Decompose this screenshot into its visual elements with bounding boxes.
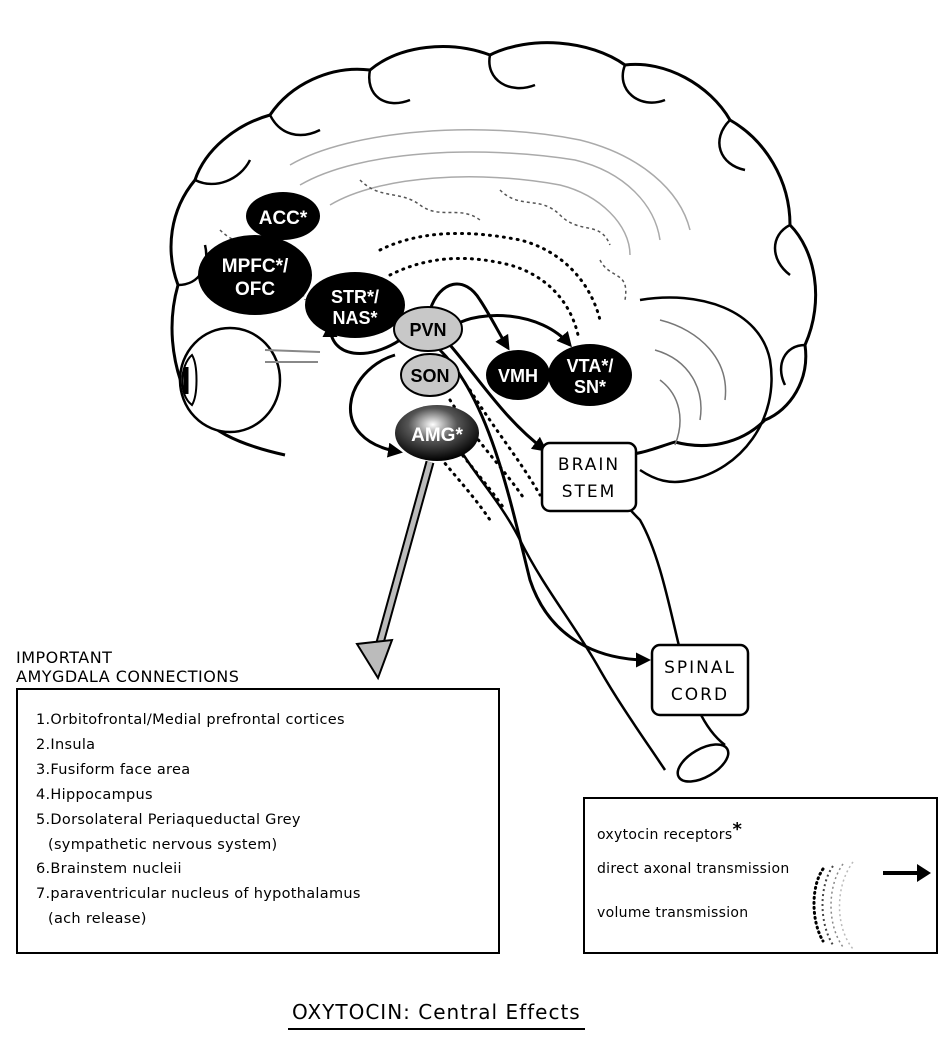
- heading-line-2: AMYGDALA CONNECTIONS: [16, 667, 240, 686]
- amygdala-connections-heading: IMPORTANT AMYGDALA CONNECTIONS: [16, 648, 239, 686]
- list-item-main: 5.Dorsolateral Periaqueductal Grey: [36, 812, 301, 828]
- axonal-arrows: [322, 282, 651, 668]
- list-item: 5.Dorsolateral Periaqueductal Grey (symp…: [36, 808, 488, 857]
- region-vmh-label: VMH: [498, 366, 538, 386]
- arrow-pvn-to-amg: [348, 353, 403, 458]
- list-item-sub: (ach release): [48, 911, 147, 927]
- brain-outline: [169, 41, 818, 462]
- connections-list: 1.Orbitofrontal/Medial prefrontal cortic…: [36, 708, 488, 931]
- list-item-main: 7.paraventricular nucleus of hypothalamu…: [36, 886, 361, 902]
- inner-lines: [289, 129, 691, 256]
- region-acc: ACC*: [246, 192, 320, 240]
- box-spinal-cord: SPINAL CORD: [650, 643, 750, 717]
- legend-box: oxytocin receptors* direct axonal transm…: [583, 797, 938, 954]
- list-item: 7.paraventricular nucleus of hypothalamu…: [36, 882, 488, 931]
- list-item: 4.Hippocampus: [36, 787, 153, 803]
- box-spinal-cord-label-1: SPINAL: [664, 658, 736, 678]
- region-vta-sn: VTA*/ SN*: [548, 344, 632, 406]
- legend-receptors-label: oxytocin receptors: [597, 827, 733, 843]
- list-item: 6.Brainstem nucleii: [36, 861, 182, 877]
- list-item: 1.Orbitofrontal/Medial prefrontal cortic…: [36, 712, 345, 728]
- region-mpfc-ofc: MPFC*/ OFC: [198, 235, 312, 315]
- box-brain-stem-label-1: BRAIN: [558, 455, 620, 475]
- arrow-pvn-to-str: [322, 322, 401, 355]
- legend-direct-label: direct axonal transmission: [597, 861, 790, 877]
- region-vmh: VMH: [486, 350, 550, 400]
- region-acc-label: ACC*: [259, 208, 308, 229]
- legend-arrow-icon: [883, 864, 931, 882]
- legend-asterisk: *: [732, 819, 743, 840]
- list-item: 3.Fusiform face area: [36, 762, 191, 778]
- region-amg: AMG*: [395, 405, 479, 461]
- box-spinal-cord-label-2: CORD: [671, 685, 729, 705]
- region-son: SON: [400, 353, 460, 397]
- legend-volume: volume transmission: [597, 905, 748, 921]
- region-amg-label: AMG*: [411, 425, 463, 446]
- legend-volume-label: volume transmission: [597, 905, 749, 921]
- region-pvn-label: PVN: [409, 320, 446, 340]
- amygdala-connections-box: 1.Orbitofrontal/Medial prefrontal cortic…: [16, 688, 500, 954]
- box-brain-stem: BRAIN STEM: [540, 441, 638, 513]
- volume-zone-dots: [378, 231, 602, 522]
- optic-nerve: [264, 349, 321, 363]
- box-brain-stem-label-2: STEM: [562, 482, 617, 502]
- list-item: 2.Insula: [36, 737, 96, 753]
- arrow-pvn-to-brainstem: [448, 344, 548, 452]
- cerebellum-folia: [654, 319, 727, 446]
- amg-connection-arrow: [355, 460, 435, 681]
- region-mpfc-label-2: OFC: [235, 279, 275, 300]
- region-mpfc-label-1: MPFC*/: [222, 256, 289, 277]
- region-str-label-2: NAS*: [332, 308, 377, 328]
- figure-title: OXYTOCIN: Central Effects: [288, 1000, 585, 1030]
- cerebellum-outline: [639, 296, 773, 484]
- heading-line-1: IMPORTANT: [16, 648, 113, 667]
- region-str-nas: STR*/ NAS*: [305, 272, 405, 338]
- arrow-pvn-to-vta: [454, 314, 572, 348]
- region-str-label-1: STR*/: [331, 287, 379, 307]
- region-vta-label-1: VTA*/: [567, 356, 614, 376]
- eye: [178, 326, 282, 434]
- list-item-sub: (sympathetic nervous system): [48, 837, 278, 853]
- region-son-label: SON: [410, 366, 449, 386]
- legend-volume-icon: [812, 861, 854, 950]
- region-vta-label-2: SN*: [574, 377, 606, 397]
- region-pvn: PVN: [393, 306, 463, 352]
- legend-receptors: oxytocin receptors*: [597, 819, 742, 843]
- legend-direct: direct axonal transmission: [597, 861, 790, 877]
- spinal-cord-end: [676, 743, 730, 783]
- arrow-pvn-to-vmh: [428, 282, 510, 351]
- arrow-pvn-to-spinal: [438, 348, 651, 668]
